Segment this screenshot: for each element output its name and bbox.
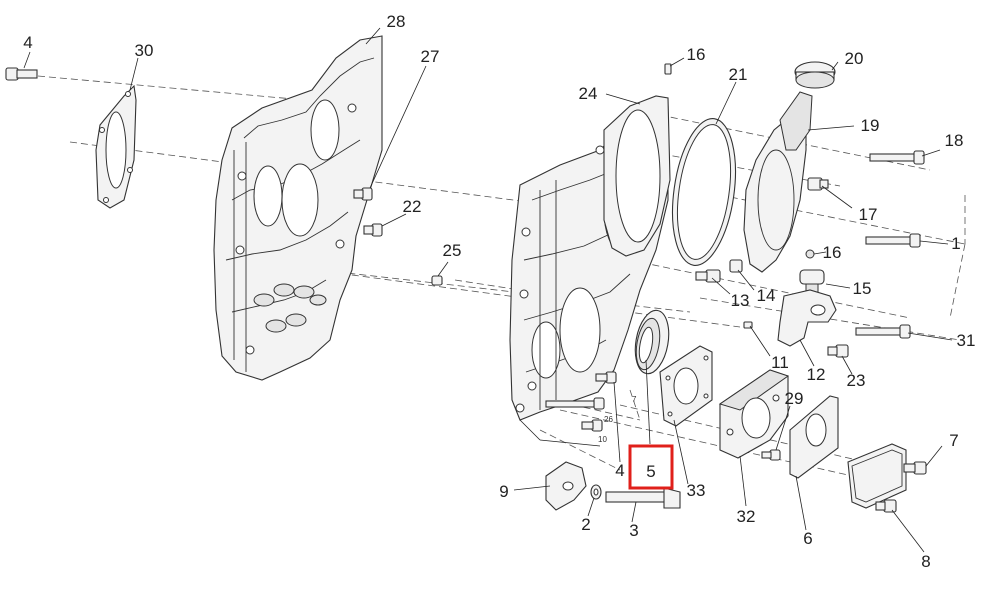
bolt-7 xyxy=(903,461,927,475)
callout-24: 24 xyxy=(579,84,598,103)
callout-2: 2 xyxy=(581,515,590,534)
rear-housing-28 xyxy=(213,35,383,381)
bolt-27 xyxy=(353,187,373,201)
callout-33: 33 xyxy=(687,481,706,500)
callout-1: 1 xyxy=(951,234,960,253)
bolt-3 xyxy=(605,487,681,509)
callout-16-top: 16 xyxy=(687,45,706,64)
washer-2 xyxy=(590,484,602,500)
callout-21: 21 xyxy=(729,65,748,84)
callout-28: 28 xyxy=(387,12,406,31)
screw-29 xyxy=(761,449,781,461)
bolt-23 xyxy=(827,344,849,358)
callout-12: 12 xyxy=(807,365,826,384)
callout-16-mid: 16 xyxy=(823,243,842,262)
bracket-12 xyxy=(777,289,837,347)
bolt-4-left xyxy=(5,67,38,81)
callout-5: 5 xyxy=(646,462,655,481)
callout-27: 27 xyxy=(421,47,440,66)
callout-18: 18 xyxy=(945,131,964,150)
callout-29: 29 xyxy=(785,389,804,408)
callout-15: 15 xyxy=(853,279,872,298)
callout-30: 30 xyxy=(135,41,154,60)
callout-4-top-left: 4 xyxy=(23,33,32,52)
callout-7: 7 xyxy=(949,431,958,450)
callout-25: 25 xyxy=(443,241,462,260)
bolt-26 xyxy=(545,397,605,410)
front-cover-19 xyxy=(743,91,813,273)
bolt-18 xyxy=(869,150,925,165)
bolt-10 xyxy=(581,419,603,432)
dowel-pin-25 xyxy=(431,275,443,286)
cover-plate-7 xyxy=(847,443,907,509)
gasket-24 xyxy=(603,95,671,257)
callout-11: 11 xyxy=(771,353,789,372)
bolt-17 xyxy=(807,177,829,191)
highlight-box-part-5 xyxy=(628,444,674,490)
callout-14: 14 xyxy=(757,286,776,305)
gasket-30 xyxy=(95,84,137,209)
callout-23: 23 xyxy=(847,371,866,390)
bolt-8 xyxy=(875,499,897,513)
callout-6: 6 xyxy=(803,529,812,548)
small-callout-labels: 26 10 7 xyxy=(598,395,637,444)
bolt-13 xyxy=(695,269,721,283)
gasket-21 xyxy=(672,118,736,266)
callout-labels: 4 30 28 27 22 25 16 20 21 24 19 18 17 16… xyxy=(23,12,975,571)
bolt-4-lower xyxy=(595,371,617,384)
bracket-9 xyxy=(545,461,587,511)
adapter-housing-32 xyxy=(718,369,790,459)
filler-cap-20 xyxy=(794,61,836,89)
callout-13: 13 xyxy=(731,291,750,310)
bolt-1 xyxy=(865,233,921,248)
small-label-7: 7 xyxy=(632,395,637,404)
callout-3: 3 xyxy=(629,521,638,540)
callout-20: 20 xyxy=(845,49,864,68)
callout-22: 22 xyxy=(403,197,422,216)
gasket-6 xyxy=(789,395,839,479)
bolt-14 xyxy=(729,259,743,273)
oil-seal-5 xyxy=(634,309,670,375)
small-label-26: 26 xyxy=(604,415,613,424)
callout-8: 8 xyxy=(921,552,930,571)
gasket-33 xyxy=(659,345,713,427)
callout-32: 32 xyxy=(737,507,756,526)
bolt-31 xyxy=(855,324,911,339)
screw-16-top xyxy=(664,63,672,75)
callout-4-lower: 4 xyxy=(615,461,624,480)
leader-lines xyxy=(23,27,953,553)
callout-31: 31 xyxy=(957,331,976,350)
bolt-22 xyxy=(363,223,383,237)
small-label-10: 10 xyxy=(598,435,607,444)
callout-19: 19 xyxy=(861,116,880,135)
callout-17: 17 xyxy=(859,205,878,224)
callout-9: 9 xyxy=(499,482,508,501)
